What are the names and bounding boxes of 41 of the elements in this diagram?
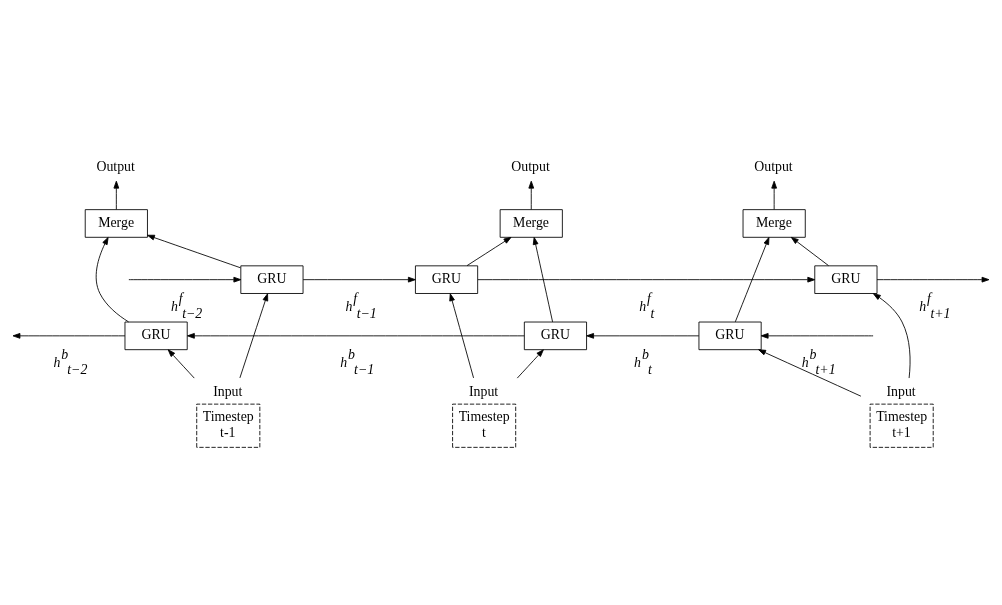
arrow (516, 348, 544, 379)
arrow (873, 292, 911, 378)
arrow (528, 180, 535, 210)
arrow (466, 236, 512, 266)
arrow (167, 348, 195, 379)
node-box: GRU (698, 321, 762, 350)
node-box: GRU (415, 264, 479, 294)
arrow (790, 236, 829, 266)
node-label: Input (886, 383, 916, 399)
node-box: Timestep t (452, 403, 517, 448)
node-box: Merge (742, 208, 806, 238)
arrow (95, 236, 129, 322)
arrow (734, 236, 770, 322)
node-box: GRU (814, 264, 878, 294)
node-text: Output (511, 158, 550, 174)
node-box: GRU (523, 321, 587, 350)
node-box: Timestep t-1 (196, 403, 261, 448)
arrow (147, 234, 241, 268)
arrow (876, 276, 990, 282)
arrow (449, 292, 474, 378)
arrow (187, 332, 525, 339)
node-text: Output (96, 158, 135, 174)
node-text: Output (754, 158, 793, 174)
arrow (758, 348, 862, 397)
node-box: Merge (84, 208, 148, 238)
node-label: Input (213, 383, 243, 399)
node-box: Timestep t+1 (869, 403, 934, 448)
arrow (239, 292, 269, 378)
arrow (128, 276, 242, 282)
arrow (302, 276, 416, 282)
arrow (12, 332, 126, 339)
arrow (771, 180, 777, 210)
node-label: Input (469, 383, 499, 399)
arrow (113, 180, 120, 210)
node-box: GRU (124, 321, 188, 350)
node-box: Merge (499, 208, 563, 238)
arrow (586, 332, 700, 339)
arrow (532, 236, 553, 322)
arrow (760, 332, 874, 339)
node-box: GRU (240, 264, 304, 294)
arrow (477, 276, 816, 282)
